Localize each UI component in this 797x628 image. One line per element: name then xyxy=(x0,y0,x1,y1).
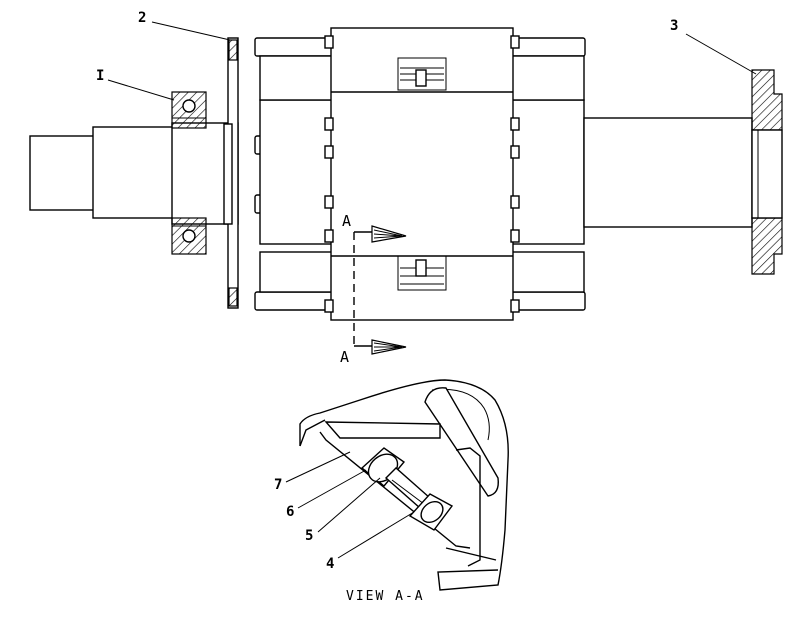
bearing-ball-bottom xyxy=(182,229,196,243)
callout-3: 3 xyxy=(670,18,678,34)
shaft-right xyxy=(583,117,753,228)
view-caption: VIEW A-A xyxy=(346,589,425,604)
callout-4: 4 xyxy=(326,556,334,572)
flange xyxy=(751,69,783,275)
callout-2: 2 xyxy=(138,10,146,26)
disc-plate xyxy=(223,37,239,309)
bearing xyxy=(171,91,207,255)
section-marker-upper: A xyxy=(342,212,351,230)
callout-1: I xyxy=(96,68,104,84)
shaft-left-end xyxy=(29,135,97,211)
drum-pins xyxy=(324,35,520,313)
bolt-assembly xyxy=(360,447,454,531)
shaft-assembly xyxy=(29,27,783,321)
bolt-window-top xyxy=(397,57,447,91)
callouts-top: I 2 3 xyxy=(96,10,757,101)
drum-block xyxy=(324,27,520,321)
shaft-left-step xyxy=(92,126,174,219)
callout-6: 6 xyxy=(286,504,294,520)
section-marker-lower: A xyxy=(340,348,349,366)
callout-7: 7 xyxy=(274,477,282,493)
view-a-a: 7 6 5 4 VIEW A-A xyxy=(274,379,509,604)
section-line-a-a: A A xyxy=(340,212,407,366)
callout-5: 5 xyxy=(305,528,313,544)
bolt-window-bottom xyxy=(397,255,447,291)
bearing-ball-top xyxy=(182,99,196,113)
